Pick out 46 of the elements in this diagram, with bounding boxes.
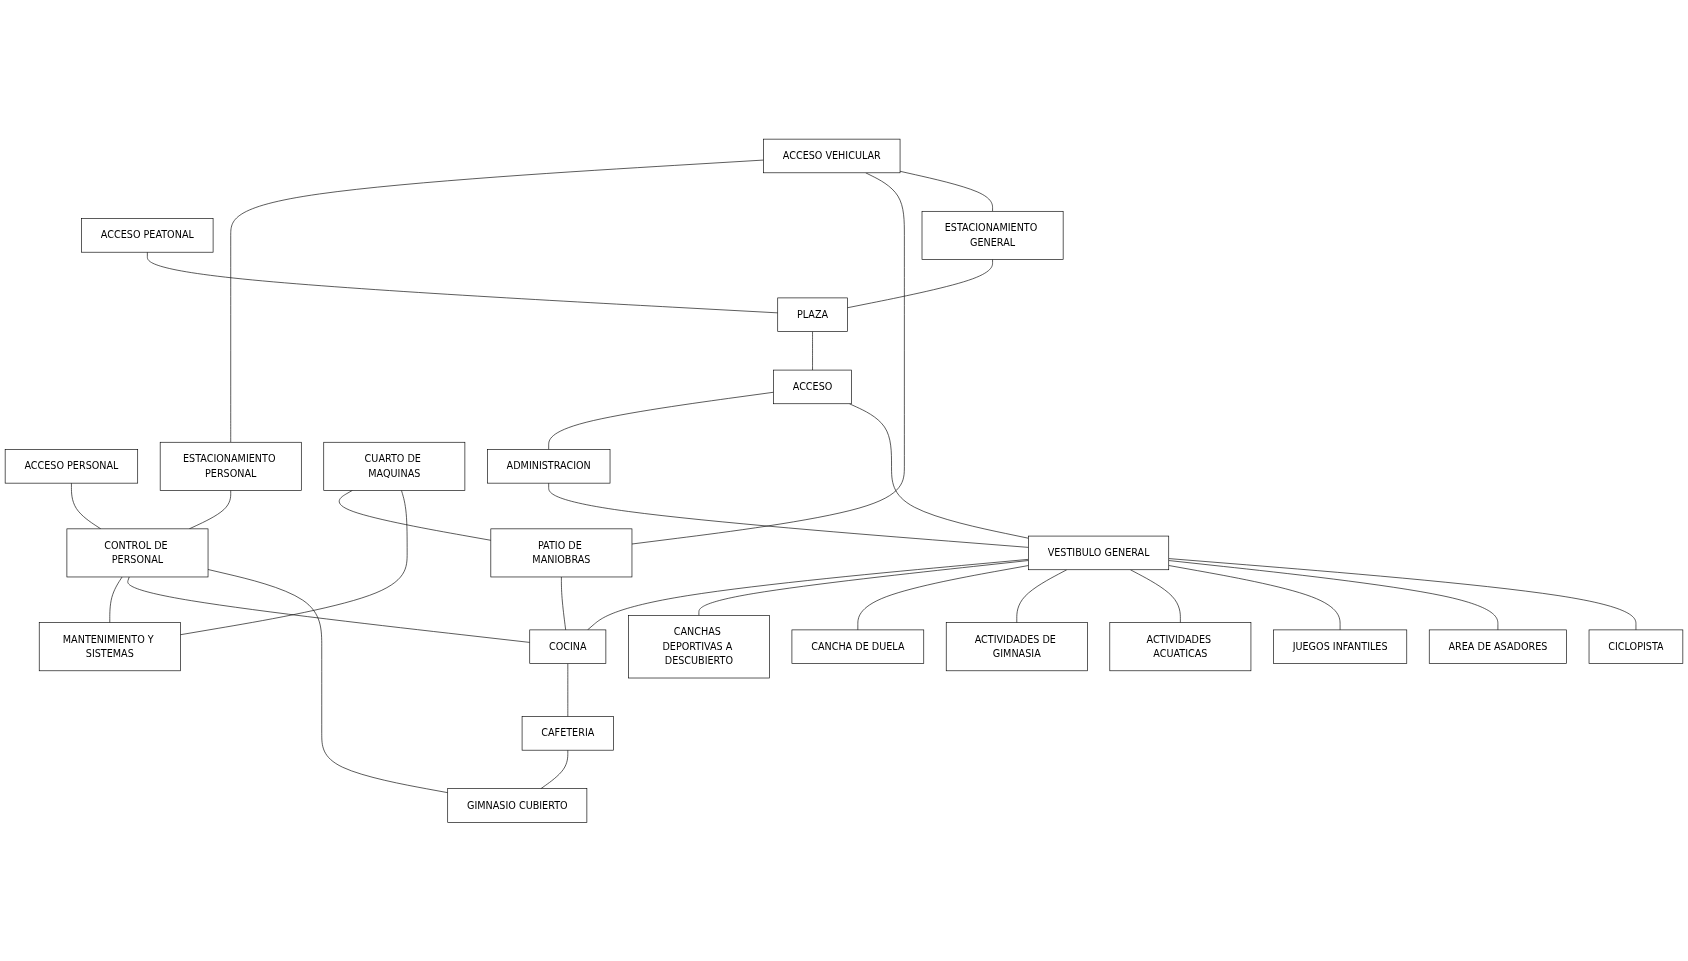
connector: [109, 576, 123, 623]
node-box: ACTIVIDADES ACUATICAS: [1109, 622, 1252, 671]
connector: [587, 558, 1029, 630]
node-box: ACCESO VEHICULAR: [763, 138, 901, 173]
node-box: PLAZA: [777, 297, 848, 332]
node-box: CAFETERIA: [521, 715, 614, 751]
node-box: GIMNASIO CUBIERTO: [447, 788, 588, 823]
connector: [561, 576, 566, 630]
node-box: VESTIBULO GENERAL: [1028, 535, 1170, 570]
connector: [548, 482, 1029, 548]
connector: [127, 576, 531, 643]
connector: [1130, 569, 1181, 623]
connector: [147, 251, 779, 313]
connector: [1016, 569, 1068, 623]
node-box: JUEGOS INFANTILES: [1273, 629, 1408, 664]
connector: [567, 663, 569, 717]
connector: [207, 568, 449, 793]
node-box: ACTIVIDADES DE GIMNASIA: [945, 622, 1088, 671]
node-box: PATIO DE MANIOBRAS: [490, 528, 633, 578]
node-box: ADMINISTRACION: [487, 448, 611, 484]
node-box: CANCHAS DEPORTIVAS A DESCUBIERTO: [628, 614, 770, 679]
node-box: CANCHA DE DUELA: [791, 629, 925, 664]
connector: [698, 559, 1029, 616]
connector: [338, 489, 492, 541]
node-box: CONTROL DE PERSONAL: [66, 528, 209, 578]
connector: [812, 331, 813, 371]
node-box: ACCESO PEATONAL: [81, 217, 214, 253]
node-box: ACCESO: [773, 369, 852, 404]
connector: [71, 482, 102, 529]
node-box: AREA DE ASADORES: [1428, 629, 1567, 664]
node-box: MANTENIMIENTO Y SISTEMAS: [38, 622, 181, 671]
node-box: CICLOPISTA: [1588, 629, 1684, 664]
connector: [548, 391, 774, 450]
connector: [540, 749, 569, 789]
node-box: ACCESO PERSONAL: [4, 448, 139, 484]
node-box: CUARTO DE MAQUINAS: [323, 441, 466, 491]
connector: [857, 564, 1029, 630]
connector: [899, 170, 993, 212]
node-box: COCINA: [529, 629, 607, 664]
connector: [847, 258, 993, 308]
node-box: ESTACIONAMIENTO PERSONAL: [159, 441, 302, 491]
connector: [631, 172, 905, 545]
connector: [849, 403, 1029, 539]
connector: [180, 489, 408, 635]
connector: [230, 159, 764, 443]
node-box: ESTACIONAMIENTO GENERAL: [921, 210, 1064, 260]
